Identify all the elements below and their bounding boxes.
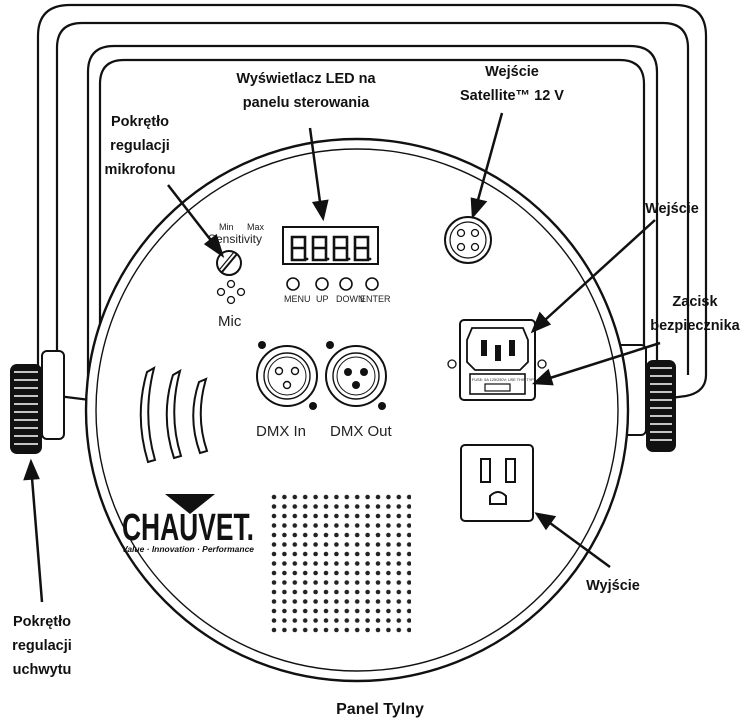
callout-power-output-line1: Wyjście [586, 578, 640, 594]
callout-satellite-input: Wejście Satellite™ 12 V [460, 64, 564, 104]
down-button[interactable] [339, 277, 353, 291]
arrowhead-mic-knob [203, 233, 225, 259]
arrow-bracket-knob [30, 477, 44, 603]
control-buttons: MENU UP DOWN ENTER [284, 277, 391, 304]
arrow-led-display [308, 127, 322, 203]
led-display [282, 226, 379, 265]
arrow-mic-knob [167, 184, 214, 244]
callout-led-display-line1: Wyświetlacz LED na [236, 71, 376, 87]
dmx-out-connector[interactable] [325, 341, 387, 410]
arrow-fuse-holder [549, 341, 661, 380]
power-output-socket[interactable] [460, 444, 534, 522]
logo-tagline: Value · Innovation · Performance [122, 545, 255, 554]
callout-mic-knob-line1: Pokrętło [111, 114, 169, 130]
vent-slots [139, 365, 209, 464]
callout-power-output: Wyjście [586, 578, 640, 594]
figure-caption: Panel Tylny [336, 701, 424, 718]
callout-fuse-line2: bezpiecznika [650, 318, 740, 334]
fixture-body [84, 137, 630, 683]
dmx-out-label: DMX Out [330, 423, 393, 440]
arrowhead-fuse-holder [531, 368, 554, 386]
callout-bracket-knob-line2: regulacji [12, 638, 72, 654]
satellite-input-connector[interactable] [444, 216, 492, 264]
up-button[interactable] [315, 277, 329, 291]
sensitivity-max-label: Max [247, 222, 265, 232]
arrowhead-power-input [530, 311, 552, 334]
arrow-power-input [544, 219, 656, 321]
callout-mic-knob: Pokrętło regulacji mikrofonu [105, 114, 176, 178]
callout-bracket-knob: Pokrętło regulacji uchwytu [12, 614, 72, 678]
enter-button[interactable] [365, 277, 379, 291]
sensitivity-min-label: Min [219, 222, 234, 232]
callout-fuse-line1: Zacisk [672, 294, 718, 310]
microphone-holes [216, 279, 246, 305]
callout-satellite-line2: Satellite™ 12 V [460, 88, 564, 104]
enter-button-label: ENTER [360, 294, 391, 304]
bracket-knob-left[interactable] [10, 350, 65, 454]
down-button-label: DOWN [336, 294, 365, 304]
menu-button-label: MENU [284, 294, 311, 304]
callout-led-display: Wyświetlacz LED na panelu sterowania [236, 71, 376, 111]
callout-bracket-knob-line3: uchwytu [13, 662, 72, 678]
dmx-in-connector[interactable] [256, 341, 318, 410]
callout-fuse-holder: Zacisk bezpiecznika [650, 294, 740, 334]
arrow-satellite-input [476, 112, 504, 201]
arrow-power-output [549, 521, 611, 569]
callout-satellite-line1: Wejście [485, 64, 539, 80]
callout-power-input: Wejście [645, 201, 699, 217]
fuse-holder[interactable]: FUSE: 5A 125/250V; USE THIS TYPE [469, 373, 537, 395]
arrowhead-led-display [311, 199, 329, 222]
chauvet-logo: CHAUVET. Value · Innovation · Performanc… [122, 494, 255, 554]
callout-mic-knob-line2: regulacji [110, 138, 170, 154]
mounting-bracket [36, 3, 708, 405]
callout-power-input-line1: Wejście [645, 201, 699, 217]
callout-led-display-line2: panelu sterowania [243, 95, 370, 111]
speaker-grill [271, 494, 411, 636]
menu-button[interactable] [286, 277, 300, 291]
arrowhead-satellite-input [470, 197, 488, 220]
arrowhead-bracket-knob [23, 458, 40, 481]
mic-label: Mic [218, 313, 242, 330]
sensitivity-label: Sensitivity [208, 232, 262, 246]
fuse-rating-text: FUSE: 5A 125/250V; USE THIS TYPE [472, 378, 537, 382]
dmx-in-label: DMX In [256, 423, 306, 440]
callout-mic-knob-line3: mikrofonu [105, 162, 176, 178]
up-button-label: UP [316, 294, 329, 304]
arrowhead-power-output [534, 512, 557, 531]
callout-bracket-knob-line1: Pokrętło [13, 614, 71, 630]
callout-arrows [23, 112, 661, 603]
logo-wordmark: CHAUVET. [122, 507, 254, 549]
